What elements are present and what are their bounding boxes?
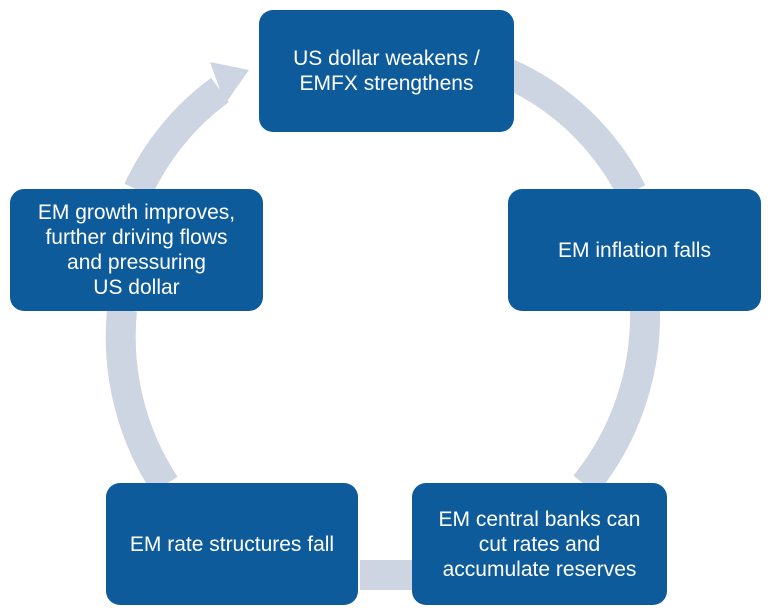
node-label: EM central banks can cut rates and accum… (438, 507, 641, 581)
arc-4-to-5 (105, 308, 178, 494)
node-label: EM growth improves, further driving flow… (37, 201, 236, 299)
node-em-inflation-falls: EM inflation falls (508, 189, 761, 311)
node-label: EM inflation falls (558, 238, 711, 262)
arc-1-to-2 (498, 58, 646, 199)
node-em-growth-improves: EM growth improves, further driving flow… (10, 189, 263, 311)
node-em-central-banks-cut-rates: EM central banks can cut rates and accum… (412, 483, 667, 605)
arc-5-to-1 (124, 77, 230, 197)
node-label: EM rate structures fall (129, 532, 335, 556)
arc-2-to-3 (573, 309, 661, 495)
arrow-head-icon (210, 62, 249, 104)
node-em-rate-structures-fall: EM rate structures fall (106, 483, 358, 605)
node-label: US dollar weakens / EMFX strengthens (293, 47, 480, 95)
node-us-dollar-weakens: US dollar weakens / EMFX strengthens (259, 10, 514, 132)
